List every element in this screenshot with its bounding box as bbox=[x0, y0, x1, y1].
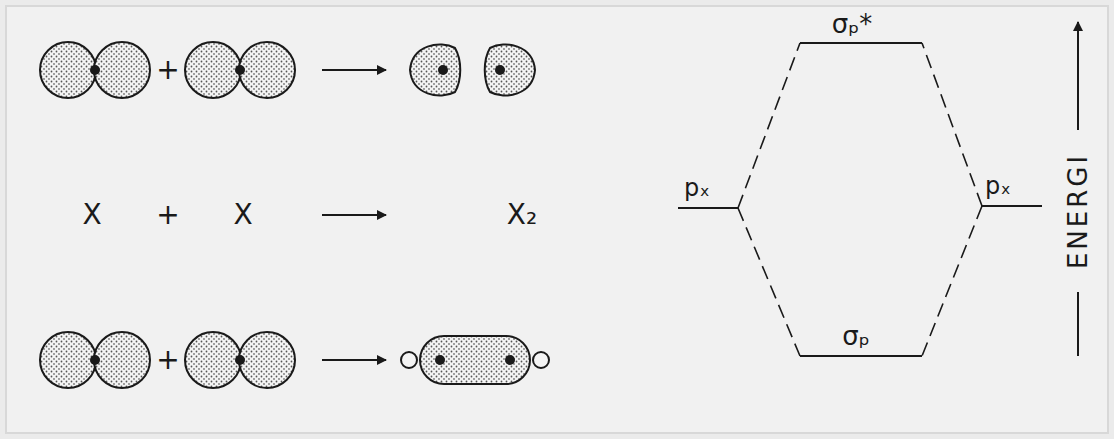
atom-symbol: X bbox=[82, 201, 101, 229]
molecule-symbol: X₂ bbox=[507, 201, 537, 229]
level-label: σₚ bbox=[842, 323, 870, 349]
plus-sign: + bbox=[156, 201, 179, 229]
level-label: pₓ bbox=[684, 176, 710, 200]
plus-sign: + bbox=[156, 346, 179, 374]
atom-symbol: X bbox=[233, 201, 252, 229]
plus-sign: + bbox=[156, 56, 179, 84]
axis-label: ENERGI bbox=[1065, 149, 1091, 273]
level-label: σₚ* bbox=[832, 11, 873, 37]
level-label: pₓ bbox=[985, 174, 1011, 198]
